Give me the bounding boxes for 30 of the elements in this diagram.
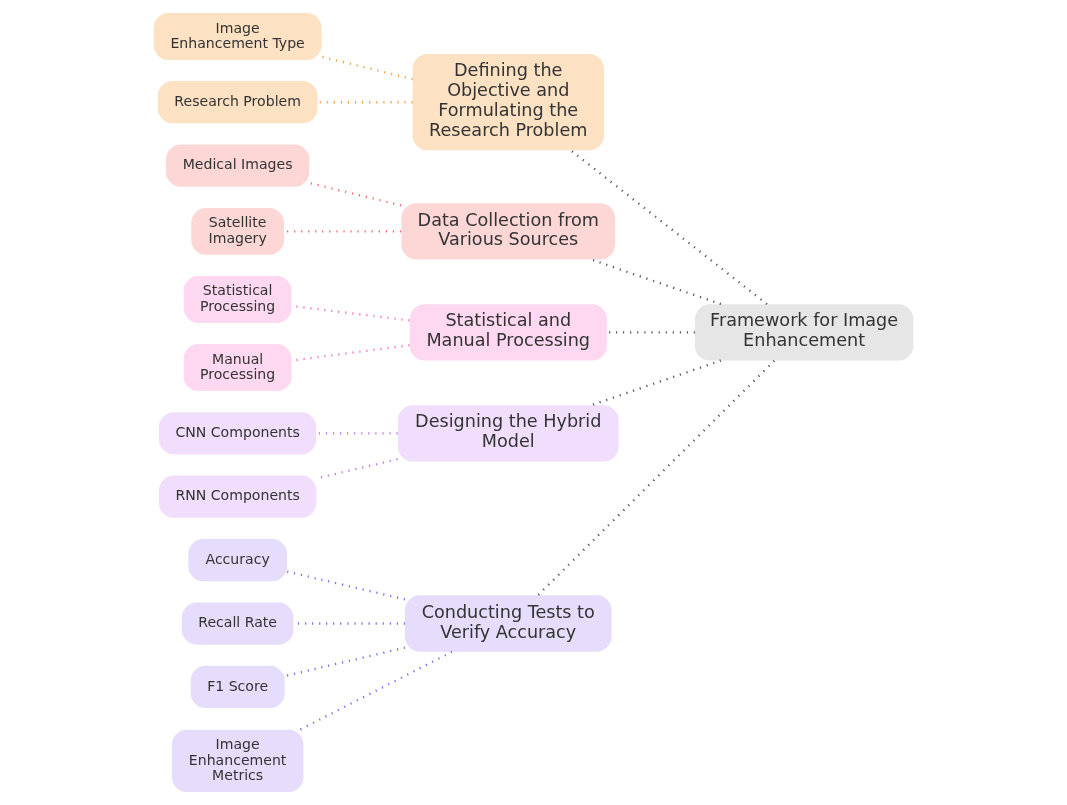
node-box: Statistical and Manual Processing — [409, 304, 607, 361]
node-box: Medical Images — [166, 144, 310, 187]
node-box: RNN Components — [159, 475, 317, 518]
node-box: Defining the Objective and Formulating the Research Problem — [412, 54, 604, 151]
node-box: Research Problem — [157, 81, 318, 124]
connector — [284, 646, 406, 678]
connector — [286, 570, 406, 601]
node-box: Manual Processing — [183, 344, 292, 392]
connector — [321, 55, 413, 81]
node-box: Data Collection from Various Sources — [401, 203, 616, 260]
node-box: F1 Score — [190, 665, 285, 709]
connector — [591, 359, 722, 407]
node-box: Image Enhancement Type — [153, 13, 322, 60]
connector — [607, 331, 695, 334]
node-box: Conducting Tests to Verify Accuracy — [404, 595, 612, 652]
node-box: Framework for Image Enhancement — [694, 304, 914, 361]
node-box: Image Enhancement Metrics — [171, 729, 304, 792]
node-box: Statistical Processing — [183, 276, 292, 323]
connector — [284, 230, 402, 233]
node-box: Recall Rate — [181, 602, 294, 645]
node-box: Designing the Hybrid Model — [397, 405, 619, 462]
connector — [317, 101, 413, 104]
connector — [591, 258, 722, 306]
connector — [537, 359, 776, 596]
node-box: Accuracy — [188, 539, 287, 582]
connector — [570, 149, 768, 306]
connector — [299, 650, 453, 731]
node-box: CNN Components — [159, 412, 317, 455]
connector — [309, 181, 402, 207]
node-box: Satellite Imagery — [191, 207, 284, 255]
